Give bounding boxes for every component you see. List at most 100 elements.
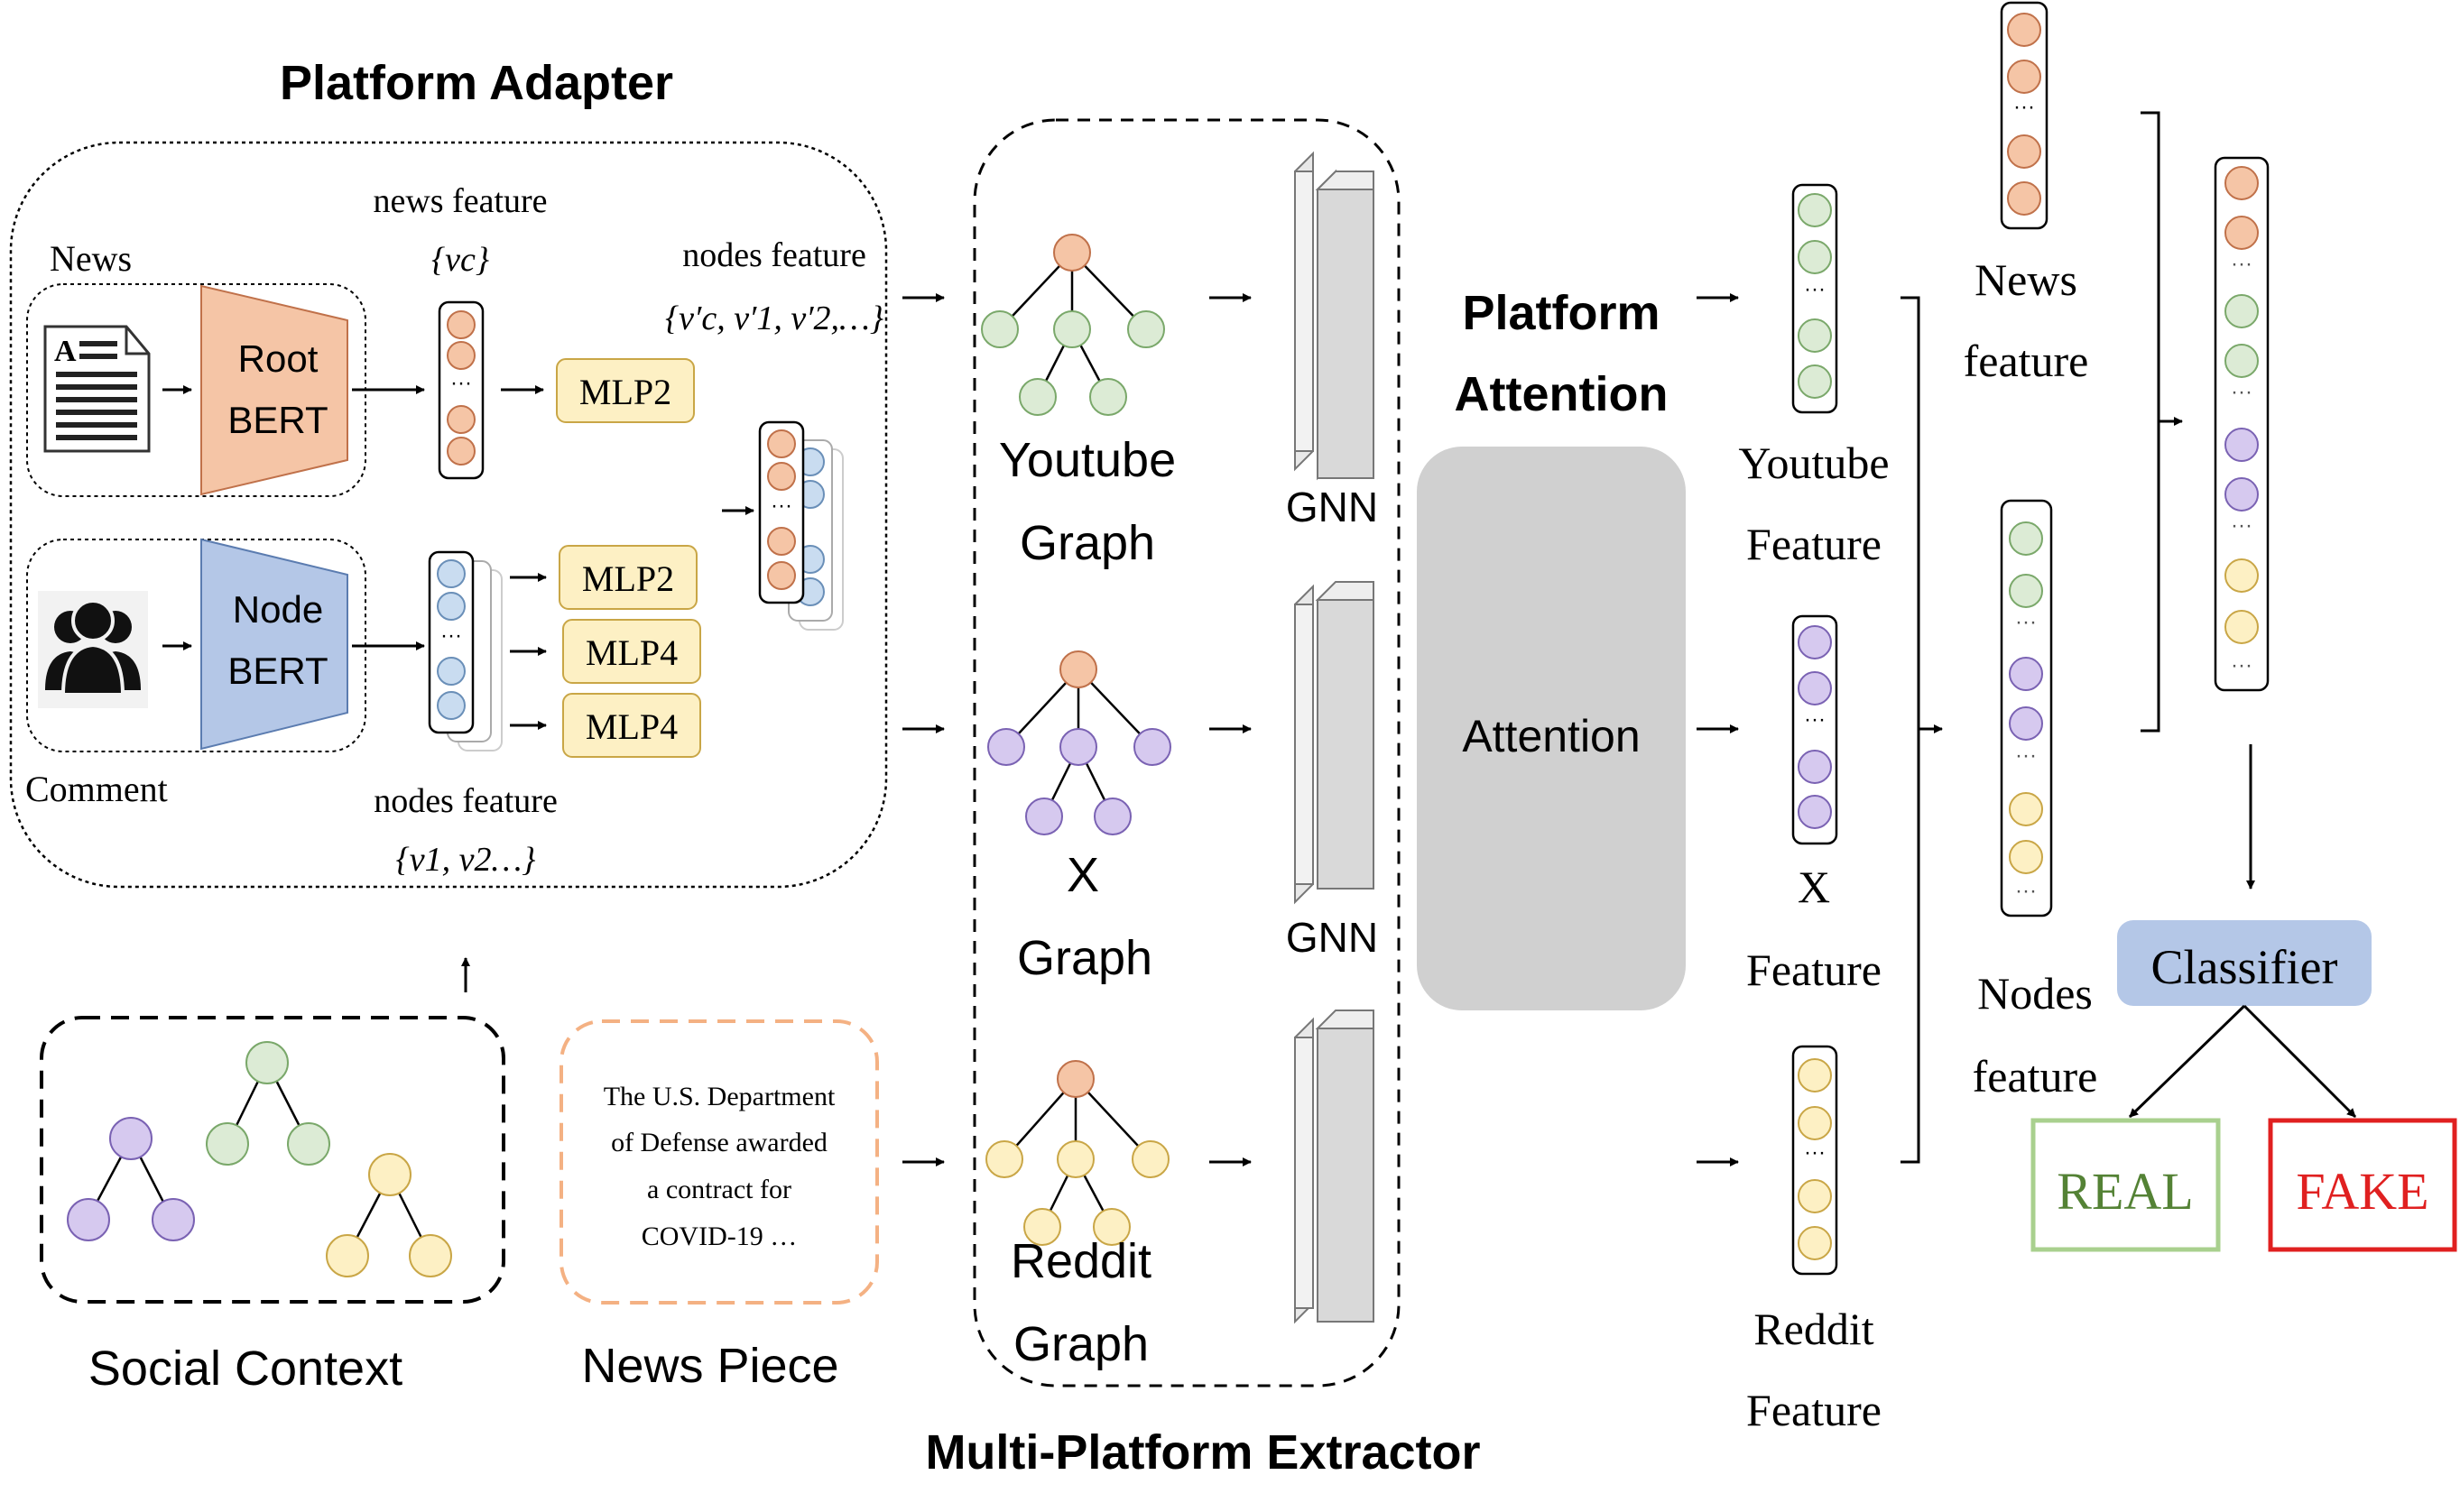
attention-block-label: Attention — [1462, 711, 1640, 761]
svg-text:···: ··· — [2015, 610, 2037, 634]
nodes-feature-vector-stack: ··· — [428, 550, 503, 751]
nodes-feature-final-label-1: Nodes — [1977, 968, 2093, 1019]
news-feature-vector: ··· — [438, 300, 485, 480]
svg-text:A: A — [54, 335, 77, 368]
svg-text:···: ··· — [440, 623, 462, 648]
root-bert-block — [200, 284, 348, 496]
concat-bracket — [2141, 111, 2160, 733]
news-feature-final-vector: ··· — [2000, 1, 2048, 230]
mlp-c-block — [562, 693, 701, 758]
platform-adapter-box — [9, 141, 888, 889]
mlp-a-label: MLP2 — [582, 558, 674, 599]
x-feature-vector: ··· — [1791, 614, 1838, 845]
social-graph-yellow — [326, 1153, 452, 1277]
platform-attention-title-1: Platform — [1462, 286, 1660, 340]
mlp-news-label: MLP2 — [579, 372, 671, 412]
svg-text:···: ··· — [2231, 513, 2252, 538]
fake-output-label: FAKE — [2296, 1162, 2428, 1221]
gnn-block-x — [1294, 581, 1374, 905]
mlp-b-label: MLP4 — [586, 632, 678, 673]
youtube-graph-label-2: Graph — [1020, 516, 1155, 570]
youtube-graph — [981, 234, 1165, 416]
mlp-a-block — [559, 545, 698, 610]
attention-block — [1417, 447, 1686, 1010]
nodes-feature-final-vector: ··· ··· ··· — [2000, 499, 2053, 917]
root-bert-label-1: Root — [238, 337, 319, 380]
reddit-feature-label-2: Feature — [1746, 1385, 1882, 1435]
mlp-c-label: MLP4 — [586, 706, 678, 747]
users-icon — [38, 591, 148, 708]
youtube-graph-label-1: Youtube — [999, 433, 1176, 487]
news-piece-text-4: COVID-19 … — [642, 1222, 798, 1251]
real-output-label: REAL — [2057, 1162, 2193, 1221]
nodes-feature-bottom-set: {v1, v2…} — [396, 841, 536, 879]
social-graph-purple — [67, 1117, 195, 1241]
svg-text:···: ··· — [2013, 95, 2035, 119]
node-bert-label-2: BERT — [227, 650, 328, 692]
nodes-feature-top-label: nodes feature — [682, 236, 866, 274]
extractor-title: Multi-Platform Extractor — [925, 1425, 1480, 1480]
social-context-label: Social Context — [88, 1341, 402, 1396]
youtube-feature-label-1: Youtube — [1738, 438, 1889, 488]
x-graph-label-1: X — [1067, 848, 1099, 902]
news-feature-final-label-2: feature — [1964, 336, 2089, 386]
x-feature-label-1: X — [1798, 862, 1830, 912]
arrow-classifier-to-fake — [2243, 1004, 2357, 1119]
node-bert-label-1: Node — [233, 588, 323, 631]
platform-attention-title-2: Attention — [1455, 367, 1669, 421]
node-bert-block — [200, 538, 348, 751]
nodes-feature-top-set: {v′c, v′1, v′2,…} — [665, 300, 883, 337]
reddit-graph — [985, 1060, 1170, 1246]
gnn-label-2: GNN — [1286, 914, 1378, 961]
classifier-block — [2117, 920, 2372, 1006]
svg-text:···: ··· — [2231, 653, 2252, 678]
comment-input-label: Comment — [25, 769, 168, 809]
combined-feature-stack: ··· — [758, 420, 844, 631]
svg-text:···: ··· — [2015, 879, 2037, 903]
youtube-feature-label-2: Feature — [1746, 519, 1882, 569]
concatenated-feature-vector: ··· ··· ··· ··· — [2214, 156, 2270, 692]
real-output-box — [2030, 1118, 2221, 1252]
fake-output-box — [2268, 1118, 2457, 1252]
reddit-graph-label-1: Reddit — [1011, 1234, 1151, 1288]
gnn-label-1: GNN — [1286, 484, 1378, 530]
arrow-classifier-to-real — [2128, 1004, 2246, 1119]
svg-text:···: ··· — [450, 371, 472, 395]
news-feature-label: news feature — [373, 182, 547, 220]
root-bert-label-2: BERT — [227, 399, 328, 441]
gnn-block-youtube — [1294, 151, 1374, 481]
reddit-feature-vector: ··· — [1791, 1045, 1838, 1276]
gnn-block-reddit — [1294, 1010, 1374, 1324]
x-graph-label-2: Graph — [1017, 931, 1152, 985]
social-graph-green — [206, 1041, 330, 1166]
svg-text:···: ··· — [2231, 380, 2252, 404]
youtube-feature-vector: ··· — [1791, 183, 1838, 414]
features-merge-bracket — [1900, 296, 1920, 1164]
mlp-news-block — [556, 358, 695, 423]
reddit-feature-label-1: Reddit — [1753, 1304, 1873, 1354]
svg-text:···: ··· — [1804, 707, 1826, 732]
news-feature-set: {vc} — [431, 241, 489, 279]
news-piece-text-2: of Defense awarded — [611, 1128, 828, 1157]
social-context-box — [40, 1016, 505, 1304]
mlp-b-block — [562, 619, 701, 684]
news-piece-box — [560, 1019, 879, 1305]
x-feature-label-2: Feature — [1746, 945, 1882, 995]
nodes-feature-final-label-2: feature — [1973, 1051, 2098, 1102]
reddit-graph-label-2: Graph — [1013, 1317, 1149, 1371]
news-piece-text-1: The U.S. Department — [604, 1082, 836, 1111]
news-input-label: News — [50, 238, 132, 279]
document-icon: A — [43, 325, 151, 453]
svg-text:···: ··· — [1804, 1140, 1826, 1165]
news-piece-label: News Piece — [581, 1339, 838, 1393]
classifier-label: Classifier — [2151, 940, 2338, 994]
svg-text:···: ··· — [2015, 743, 2037, 768]
extractor-box — [973, 118, 1401, 1388]
news-piece-text-3: a contract for — [647, 1175, 791, 1204]
svg-text:···: ··· — [771, 493, 792, 518]
platform-adapter-title: Platform Adapter — [280, 56, 673, 110]
x-graph — [987, 650, 1171, 835]
svg-text:···: ··· — [2231, 252, 2252, 276]
news-feature-final-label-1: News — [1974, 254, 2077, 305]
svg-text:···: ··· — [1804, 277, 1826, 301]
